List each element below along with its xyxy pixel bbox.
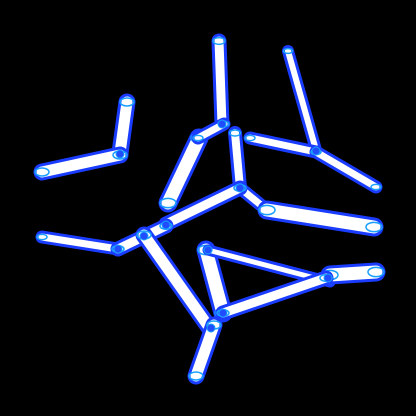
rod-start-cap [212, 36, 226, 46]
rod-body [199, 243, 230, 320]
rod-joint-7[interactable] [139, 231, 149, 241]
rod-body [214, 36, 227, 129]
rod-joint-8[interactable] [203, 245, 213, 255]
rod-joint-10[interactable] [206, 323, 216, 333]
rod-body [138, 229, 217, 336]
rod-body [161, 131, 206, 210]
rod-start-cap [119, 97, 135, 107]
rod-body [312, 148, 380, 191]
rod-start-cap [192, 134, 204, 142]
rod-end-cap [159, 197, 177, 209]
rod-start-cap [282, 47, 294, 55]
rod-joint-6[interactable] [113, 244, 123, 254]
rod-joint-9[interactable] [218, 308, 228, 318]
rod-body [246, 134, 320, 156]
rod-11[interactable] [257, 200, 384, 237]
rod-end-cap [365, 221, 383, 233]
rod-joint-5[interactable] [161, 220, 171, 230]
rod-joint-11[interactable] [323, 273, 333, 283]
rod-13[interactable] [35, 230, 125, 256]
rod-start-cap [258, 204, 276, 216]
rod-start-cap [228, 129, 242, 137]
rod-body [231, 129, 244, 192]
rod-end-cap [370, 183, 382, 191]
rod-body [114, 96, 133, 159]
rod-end-cap [367, 266, 385, 278]
rod-body [190, 319, 220, 382]
rod-joint-3[interactable] [311, 146, 321, 156]
rod-body [285, 48, 319, 153]
rod-body [38, 233, 122, 253]
rod-body [36, 149, 126, 178]
rod-20[interactable] [187, 316, 223, 385]
rod-body [260, 203, 381, 234]
rod-body [218, 273, 331, 318]
rod-joint-1[interactable] [115, 149, 125, 159]
rod-start-cap [34, 167, 50, 177]
rod-body [161, 183, 245, 229]
rod-joint-2[interactable] [217, 119, 227, 129]
rod-1[interactable] [211, 33, 230, 132]
rod-start-cap [36, 233, 48, 241]
rod-joint-4[interactable] [235, 183, 245, 193]
rod-start-cap [188, 371, 204, 381]
rod-start-cap [244, 134, 256, 142]
